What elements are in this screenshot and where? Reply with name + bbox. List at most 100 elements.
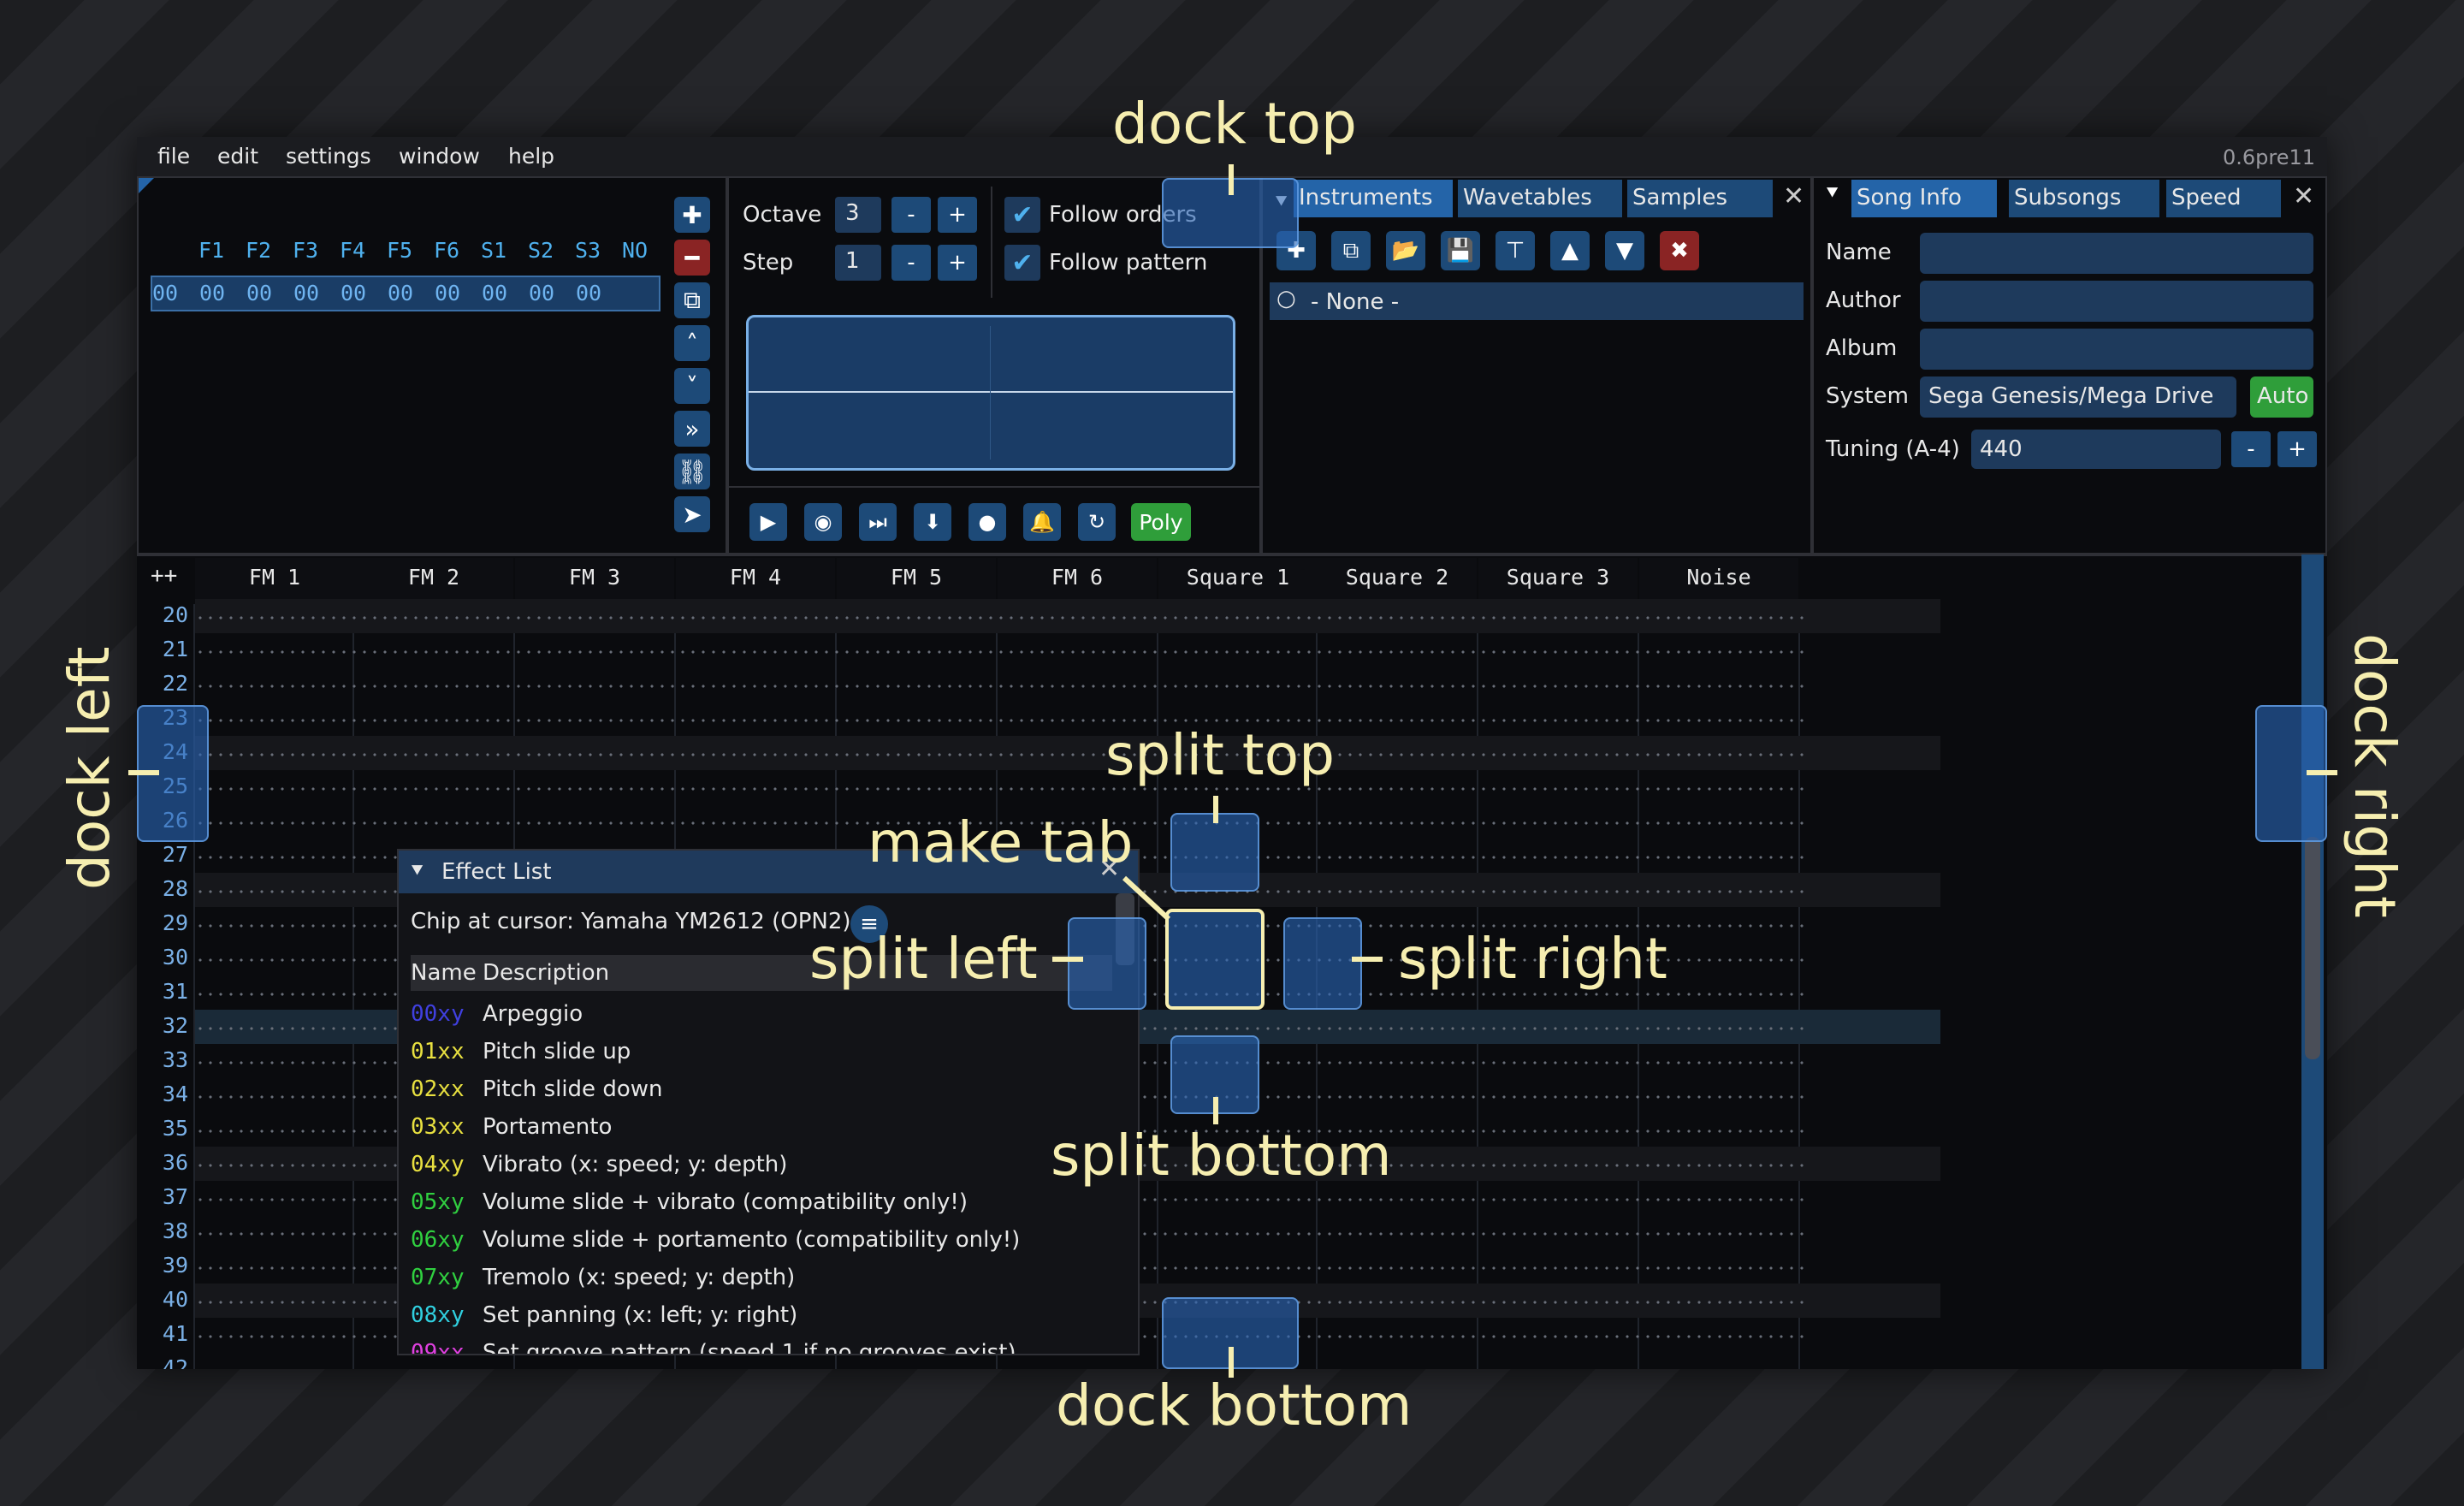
name-input[interactable] <box>1920 233 2313 274</box>
channel-header[interactable]: FM 3 <box>515 558 674 602</box>
save-instrument-button[interactable]: 💾 <box>1441 231 1480 270</box>
channel-header[interactable]: Noise <box>1639 558 1798 602</box>
instrument-list-item[interactable]: ○ - None - <box>1270 282 1804 320</box>
menu-settings[interactable]: settings <box>286 144 371 169</box>
author-input[interactable] <box>1920 281 2313 322</box>
order-cell[interactable]: 00 <box>482 281 508 305</box>
duplicate-order-button[interactable]: ⧉ <box>674 282 710 318</box>
move-instrument-up-button[interactable]: ▲ <box>1550 231 1590 270</box>
tab-song-info[interactable]: Song Info <box>1851 180 1997 217</box>
channel-header[interactable]: FM 5 <box>837 558 996 602</box>
order-cell[interactable]: 00 <box>529 281 555 305</box>
order-cell[interactable]: 00 <box>152 281 179 305</box>
effect-list-titlebar[interactable]: ⯆ Effect List ✕ <box>399 851 1138 893</box>
unlink-order-button[interactable]: ⛓ <box>674 454 710 489</box>
tab-wavetables[interactable]: Wavetables <box>1458 180 1622 217</box>
step-one-row-button[interactable]: ⏭ <box>859 503 897 541</box>
tuning-plus-button[interactable]: + <box>2277 431 2317 467</box>
add-order-button[interactable]: ✚ <box>674 197 710 233</box>
move-order-down-button[interactable]: ˅ <box>674 368 710 404</box>
channel-header[interactable]: FM 2 <box>354 558 513 602</box>
octave-plus-button[interactable]: + <box>938 197 977 233</box>
split-top-target[interactable] <box>1170 813 1259 892</box>
collapse-icon[interactable]: ⯆ <box>1824 181 1841 205</box>
play-button[interactable]: ▶ <box>749 503 787 541</box>
tuning-input[interactable]: 440 <box>1971 430 2221 469</box>
menu-edit[interactable]: edit <box>217 144 258 169</box>
channel-header[interactable]: FM 6 <box>998 558 1157 602</box>
remove-order-button[interactable]: ━ <box>674 240 710 276</box>
menu-icon[interactable]: ≡ <box>850 905 888 943</box>
menu-file[interactable]: file <box>157 144 191 169</box>
tab-speed[interactable]: Speed <box>2166 180 2281 217</box>
pattern-row[interactable] <box>195 772 1804 806</box>
menu-help[interactable]: help <box>508 144 555 169</box>
step-minus-button[interactable]: - <box>891 245 931 281</box>
tuning-minus-button[interactable]: - <box>2231 431 2271 467</box>
follow-orders-checkbox[interactable]: ✔ <box>1004 197 1040 233</box>
move-instrument-down-button[interactable]: ▼ <box>1605 231 1644 270</box>
tab-instruments[interactable]: Instruments <box>1294 180 1453 217</box>
channel-header[interactable]: Square 2 <box>1318 558 1477 602</box>
channel-header[interactable]: Square 3 <box>1478 558 1638 602</box>
record-button[interactable]: ● <box>968 503 1006 541</box>
octave-minus-button[interactable]: - <box>891 197 931 233</box>
channel-header[interactable]: FM 1 <box>195 558 354 602</box>
metronome-button[interactable]: 🔔 <box>1023 503 1061 541</box>
add-instrument-button[interactable]: ✚ <box>1276 231 1316 270</box>
pattern-row[interactable] <box>195 738 1804 772</box>
pattern-scrollbar-thumb[interactable] <box>2305 837 2320 1059</box>
make-tab-target[interactable] <box>1165 909 1265 1010</box>
octave-input[interactable]: 3 <box>835 197 881 233</box>
order-edit-mode-button[interactable]: ➤ <box>674 496 710 532</box>
order-cell[interactable]: 00 <box>341 281 367 305</box>
pattern-row[interactable] <box>195 669 1804 703</box>
order-row[interactable]: 00 00 00 00 00 00 00 00 00 00 <box>151 276 660 311</box>
pattern-row[interactable] <box>195 635 1804 669</box>
split-left-target[interactable] <box>1068 917 1146 1010</box>
collapse-icon[interactable]: ⯆ <box>409 859 426 883</box>
step-input[interactable]: 1 <box>835 245 881 281</box>
close-icon[interactable]: ✕ <box>2293 181 2315 211</box>
stop-button[interactable]: ⬇ <box>914 503 951 541</box>
pattern-row[interactable] <box>195 806 1804 840</box>
order-cell[interactable]: 00 <box>576 281 602 305</box>
album-input[interactable] <box>1920 329 2313 370</box>
split-right-target[interactable] <box>1283 917 1362 1010</box>
tab-subsongs[interactable]: Subsongs <box>2009 180 2159 217</box>
pattern-row[interactable] <box>195 601 1804 635</box>
channel-header[interactable]: Square 1 <box>1158 558 1318 602</box>
close-icon[interactable]: ✕ <box>1783 181 1805 211</box>
delete-instrument-button[interactable]: ✖ <box>1660 231 1699 270</box>
auto-system-button[interactable]: Auto <box>2250 376 2313 418</box>
place-order-end-button[interactable]: » <box>674 411 710 447</box>
repeat-pattern-button[interactable]: ↻ <box>1078 503 1116 541</box>
duplicate-instrument-button[interactable]: ⧉ <box>1331 231 1371 270</box>
pattern-row[interactable] <box>195 703 1804 738</box>
order-cell[interactable]: 00 <box>388 281 414 305</box>
order-cell[interactable]: 00 <box>435 281 461 305</box>
menu-window[interactable]: window <box>399 144 480 169</box>
instrument-tree-button[interactable]: ⊤ <box>1496 231 1535 270</box>
channel-header[interactable]: FM 4 <box>676 558 835 602</box>
move-order-up-button[interactable]: ˄ <box>674 325 710 361</box>
follow-pattern-checkbox[interactable]: ✔ <box>1004 245 1040 281</box>
play-from-cursor-button[interactable]: ◉ <box>804 503 842 541</box>
tab-samples[interactable]: Samples <box>1627 180 1773 217</box>
poly-toggle-button[interactable]: Poly <box>1131 503 1191 541</box>
pattern-row[interactable] <box>195 1354 1804 1369</box>
order-cell[interactable]: 00 <box>293 281 320 305</box>
system-input[interactable]: Sega Genesis/Mega Drive <box>1920 376 2236 418</box>
pattern-scrollbar-track[interactable] <box>2301 554 2324 1369</box>
order-cell[interactable]: 00 <box>246 281 273 305</box>
